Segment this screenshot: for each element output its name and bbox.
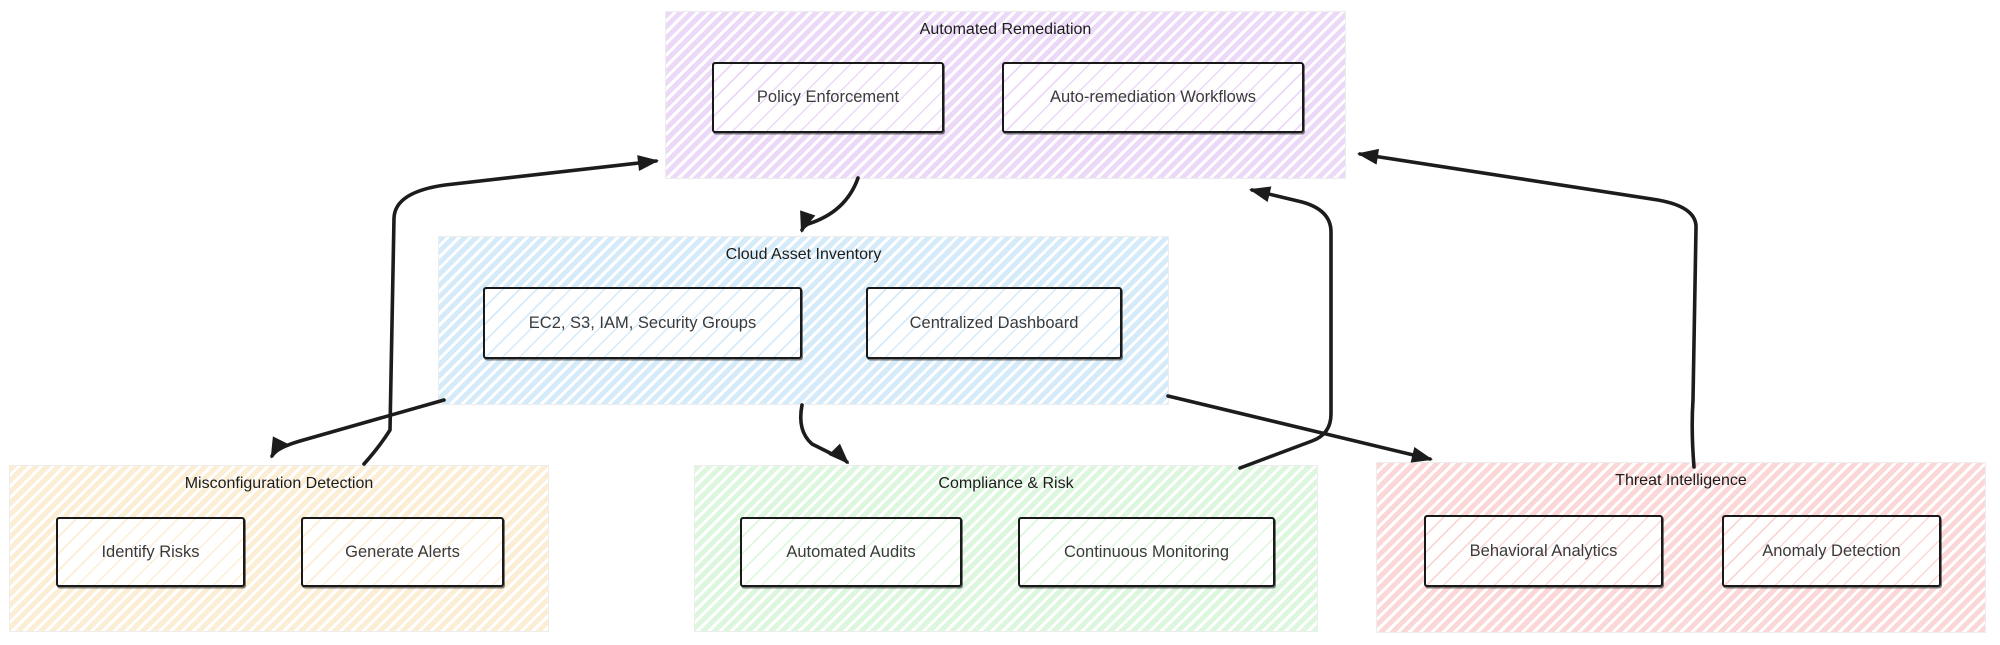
edge-compliance-risk-to-automated-remediation <box>1238 186 1333 470</box>
group-threat-intelligence: Threat Intelligence Behavioral Analytics… <box>1376 462 1986 633</box>
group-title: Threat Intelligence <box>1615 472 1747 489</box>
group-title: Cloud Asset Inventory <box>725 246 882 263</box>
edge-threat-intelligence-to-automated-remediation <box>1357 148 1698 469</box>
edge-cloud-asset-inventory-to-compliance-risk <box>798 403 850 465</box>
node-centralized-dashboard: Centralized Dashboard <box>866 287 1122 359</box>
node-policy-enforcement: Policy Enforcement <box>712 62 944 133</box>
edge-automated-remediation-to-cloud-asset-inventory <box>800 176 860 233</box>
node-label: Centralized Dashboard <box>909 313 1079 332</box>
node-continuous-monitoring: Continuous Monitoring <box>1018 517 1275 587</box>
node-label: Automated Audits <box>786 542 916 561</box>
group-title: Misconfiguration Detection <box>184 475 374 492</box>
group-cloud-asset-inventory: Cloud Asset Inventory EC2, S3, IAM, Secu… <box>438 236 1169 405</box>
node-label: Policy Enforcement <box>756 88 900 106</box>
edge-cloud-asset-inventory-to-threat-intelligence <box>1166 394 1433 463</box>
group-compliance-risk: Compliance & Risk Automated Audits Conti… <box>694 465 1318 632</box>
group-title: Compliance & Risk <box>938 475 1074 492</box>
node-label: Auto-remediation Workflows <box>1049 88 1257 106</box>
node-label: Continuous Monitoring <box>1063 542 1230 561</box>
group-misconfiguration-detection: Misconfiguration Detection Identify Risk… <box>9 465 549 632</box>
node-generate-alerts: Generate Alerts <box>301 517 504 587</box>
edge-cloud-asset-inventory-to-misconfiguration-detection <box>270 398 446 459</box>
node-automated-audits: Automated Audits <box>740 517 962 587</box>
node-label: Behavioral Analytics <box>1469 541 1618 560</box>
node-label: Identify Risks <box>101 542 200 561</box>
node-anomaly-detection: Anomaly Detection <box>1722 515 1941 587</box>
node-label: Generate Alerts <box>345 542 460 561</box>
node-ec2-s3-iam-security-groups: EC2, S3, IAM, Security Groups <box>483 287 802 359</box>
node-label: Anomaly Detection <box>1762 541 1901 560</box>
node-label: EC2, S3, IAM, Security Groups <box>528 313 757 332</box>
group-title: Automated Remediation <box>919 21 1092 38</box>
node-auto-remediation-workflows: Auto-remediation Workflows <box>1002 62 1304 133</box>
group-automated-remediation: Automated Remediation Policy Enforcement… <box>665 11 1346 179</box>
node-behavioral-analytics: Behavioral Analytics <box>1424 515 1663 587</box>
node-identify-risks: Identify Risks <box>56 517 245 587</box>
